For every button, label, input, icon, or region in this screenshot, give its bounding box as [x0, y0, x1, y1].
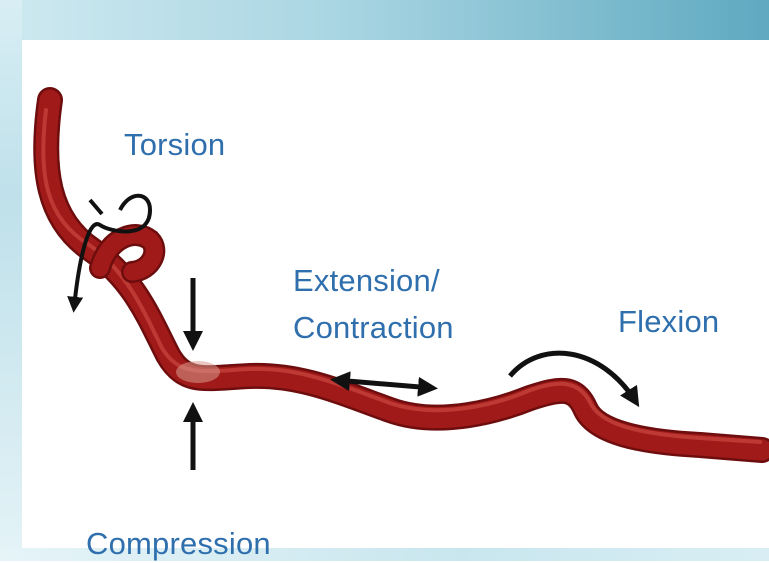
flexion-label: Flexion — [618, 303, 719, 341]
extension-label: Extension/ — [293, 262, 440, 300]
torsion-label: Torsion — [124, 126, 225, 164]
contraction-label: Contraction — [293, 309, 454, 347]
compression-label: Compression — [86, 525, 271, 563]
